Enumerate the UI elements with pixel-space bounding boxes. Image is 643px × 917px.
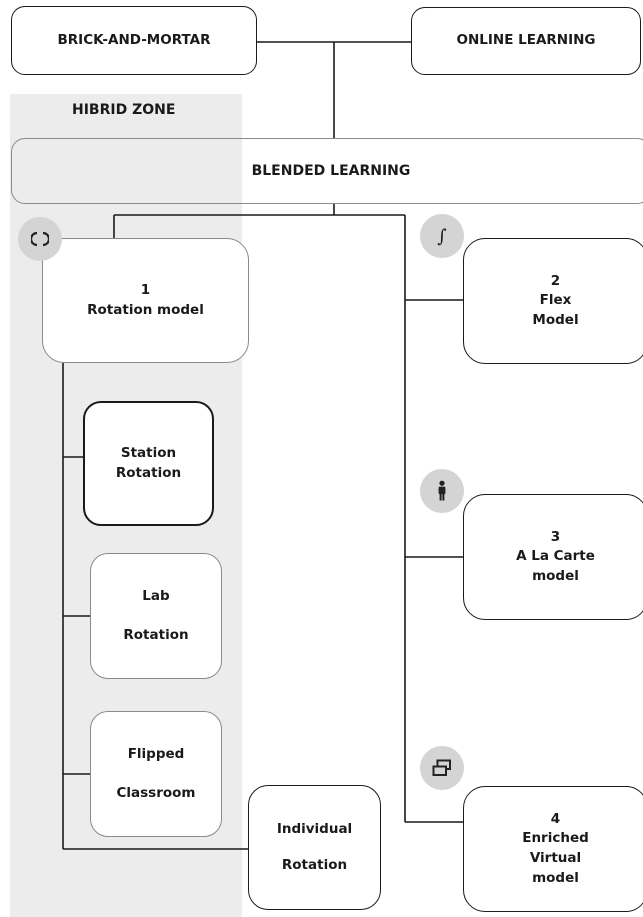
enriched-virtual-model-line3: model [532,869,579,886]
station-rotation-line1: Station [120,444,177,461]
lab-rotation-box: Lab Rotation [90,553,222,679]
lab-rotation-line2: Rotation [123,627,189,643]
a-la-carte-model-line2: model [532,567,579,584]
individual-rotation-line2: Rotation [281,856,348,873]
rotation-model-name: Rotation model [87,301,204,318]
enriched-virtual-model-line2: Virtual [529,850,582,866]
flipped-classroom-box: Flipped Classroom [90,711,222,837]
rotation-model-number: 1 [140,281,151,298]
blended-learning-label: BLENDED LEARNING [251,162,411,179]
windows-icon [420,746,464,790]
a-la-carte-model-line1: A La Carte [516,548,595,565]
hybrid-zone-label: HIBRID ZONE [72,102,176,118]
enriched-virtual-model-number: 4 [550,810,561,827]
a-la-carte-model-number: 3 [550,528,561,545]
station-rotation-line2: Rotation [115,464,182,481]
flex-model-box: 2 Flex Model [463,238,643,364]
flipped-classroom-line2: Classroom [116,785,196,801]
integral-icon: ∫ [420,214,464,258]
online-learning-label: ONLINE LEARNING [456,32,596,49]
rotate-arrows-icon [18,217,62,261]
flex-model-line2: Model [532,311,579,328]
enriched-virtual-model-box: 4 Enriched Virtual model [463,786,643,912]
lab-rotation-line1: Lab [142,587,170,604]
blended-learning-box: BLENDED LEARNING [11,138,643,204]
flex-model-line1: Flex [539,292,572,309]
station-rotation-box: Station Rotation [83,401,214,526]
individual-rotation-line1: Individual [276,821,353,838]
flex-model-number: 2 [550,272,561,289]
person-icon [420,469,464,513]
online-learning-box: ONLINE LEARNING [411,7,641,75]
a-la-carte-model-box: 3 A La Carte model [463,494,643,620]
flipped-classroom-line1: Flipped [127,745,185,762]
individual-rotation-box: Individual Rotation [248,785,381,910]
brick-and-mortar-box: BRICK-AND-MORTAR [11,6,257,75]
brick-and-mortar-label: BRICK-AND-MORTAR [57,31,211,48]
enriched-virtual-model-line1: Enriched [522,830,589,847]
rotation-model-box: 1 Rotation model [42,238,249,363]
